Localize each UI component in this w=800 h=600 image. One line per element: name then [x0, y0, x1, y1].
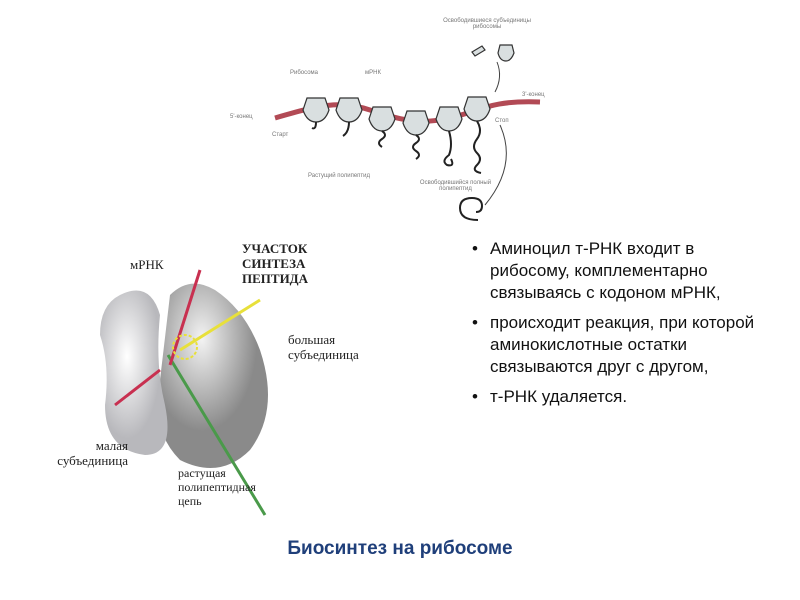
bullet-list: Аминоцил т-РНК входит в рибосому, компле…	[472, 238, 772, 416]
peptide-site-label: УЧАСТОК СИНТЕЗА ПЕПТИДА	[242, 241, 309, 286]
bullet-item: Аминоцил т-РНК входит в рибосому, компле…	[472, 238, 772, 304]
mrna-label: мРНК	[130, 257, 164, 272]
stop-label: Стоп	[495, 118, 509, 124]
growing-chain-label: растущая полипептидная цепь	[178, 466, 256, 508]
released-subunits-label: Освободившиеся субъединицы рибосомы	[443, 18, 531, 30]
five-end-label: 5'-конец	[230, 114, 253, 120]
polysome-illustration	[274, 44, 541, 221]
ribosome-label: Рибосома	[290, 70, 318, 76]
start-label: Старт	[272, 132, 289, 138]
three-end-label: 3'-конец	[522, 92, 545, 98]
large-subunit-label: большая субъединица	[288, 332, 359, 362]
slide-title: Биосинтез на рибосоме	[287, 538, 513, 559]
small-subunit-label: малая субъединица	[57, 438, 128, 468]
ribosome-illustration	[100, 269, 268, 516]
released-polypeptide-label: Освободившийся полный полипептид	[419, 180, 492, 192]
bullet-item: происходит реакция, при которой аминокис…	[472, 312, 772, 378]
growing-polypeptide-label: Растущий полипептид	[308, 173, 371, 179]
polysome-diagram: Освободившиеся субъединицы рибосомы Рибо…	[230, 10, 550, 230]
mrna-label: мРНК	[365, 70, 381, 76]
bullet-item: т-РНК удаляется.	[472, 386, 772, 408]
ribosome-diagram: мРНК УЧАСТОК СИНТЕЗА ПЕПТИДА большая суб…	[30, 235, 410, 525]
